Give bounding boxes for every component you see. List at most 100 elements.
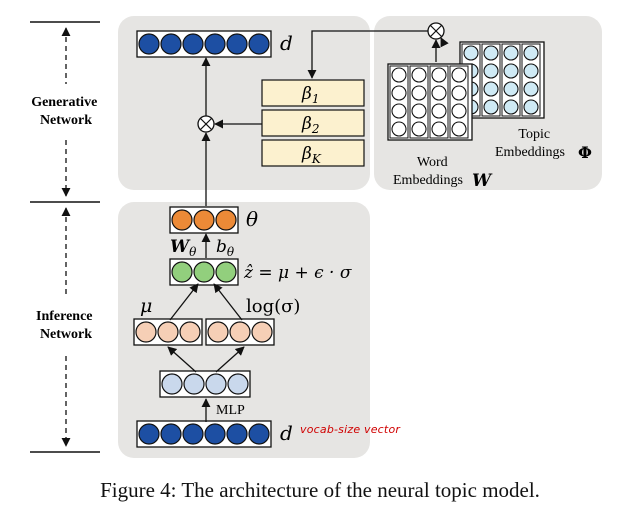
matrix-column bbox=[481, 43, 501, 117]
beta-row bbox=[261, 79, 365, 107]
matrix-cell bbox=[523, 63, 539, 79]
section-bracket bbox=[30, 21, 100, 453]
node bbox=[179, 321, 201, 343]
mlp-label: MLP bbox=[216, 403, 245, 418]
matrix-column bbox=[501, 43, 521, 117]
node bbox=[204, 423, 226, 445]
architecture-diagram: Generative Network Inference Network β1β… bbox=[30, 16, 602, 458]
node bbox=[193, 261, 215, 283]
matrix-cell bbox=[483, 63, 499, 79]
node bbox=[157, 321, 179, 343]
matrix-cell bbox=[391, 85, 407, 101]
node bbox=[171, 261, 193, 283]
topic-embeddings-symbol: Φ bbox=[578, 143, 592, 162]
matrix-cell bbox=[503, 99, 519, 115]
node bbox=[215, 261, 237, 283]
matrix-cell bbox=[391, 121, 407, 137]
matrix-cell bbox=[503, 63, 519, 79]
node bbox=[138, 33, 160, 55]
node bbox=[183, 373, 205, 395]
z-vector bbox=[169, 258, 239, 286]
matrix-cell bbox=[411, 103, 427, 119]
mu-label: μ bbox=[140, 295, 152, 317]
flow-arrows bbox=[167, 30, 449, 422]
mu-vector bbox=[133, 318, 203, 346]
node bbox=[138, 423, 160, 445]
node bbox=[215, 209, 237, 231]
w-theta-label: Wθ bbox=[170, 237, 197, 259]
matrix-cell bbox=[391, 67, 407, 83]
matrix-cell bbox=[411, 67, 427, 83]
matrix-cell bbox=[391, 103, 407, 119]
node bbox=[227, 373, 249, 395]
node bbox=[193, 209, 215, 231]
matrix-cell bbox=[431, 121, 447, 137]
b-theta-label: bθ bbox=[216, 237, 235, 259]
node bbox=[135, 321, 157, 343]
matrix-cell bbox=[451, 121, 467, 137]
matrix-cell bbox=[483, 45, 499, 61]
mlp-hidden-vector bbox=[159, 370, 251, 398]
matrix-cell bbox=[483, 99, 499, 115]
node bbox=[171, 209, 193, 231]
log-sigma-label: log(σ) bbox=[246, 296, 300, 317]
matrix-cell bbox=[451, 67, 467, 83]
matrix-cell bbox=[523, 99, 539, 115]
log-sigma-vector bbox=[205, 318, 275, 346]
node bbox=[160, 423, 182, 445]
word-embedding-matrix bbox=[387, 63, 473, 141]
node bbox=[207, 321, 229, 343]
node bbox=[160, 33, 182, 55]
beta-row bbox=[261, 109, 365, 137]
handwritten-annotation: vocab-size vector bbox=[300, 423, 401, 436]
multiply-node-generative bbox=[197, 115, 215, 133]
multiply-node-embeddings bbox=[427, 22, 445, 40]
matrix-cell bbox=[431, 85, 447, 101]
node bbox=[182, 33, 204, 55]
node bbox=[226, 33, 248, 55]
beta-label: β2 bbox=[301, 114, 319, 136]
matrix-cell bbox=[523, 81, 539, 97]
d-top-label: d bbox=[280, 31, 293, 55]
input-document-vector bbox=[136, 420, 272, 448]
node bbox=[229, 321, 251, 343]
matrix-column bbox=[389, 65, 409, 139]
theta-label: θ bbox=[246, 207, 258, 231]
node bbox=[204, 33, 226, 55]
node bbox=[205, 373, 227, 395]
matrix-cell bbox=[431, 67, 447, 83]
node bbox=[251, 321, 273, 343]
matrix-cell bbox=[431, 103, 447, 119]
beta-stack: β1 β2 βK bbox=[261, 79, 365, 167]
inference-label: Inference Network bbox=[36, 309, 96, 342]
matrix-cell bbox=[483, 81, 499, 97]
matrix-cell bbox=[503, 45, 519, 61]
matrix-column bbox=[521, 43, 541, 117]
beta-label: β1 bbox=[301, 84, 319, 106]
matrix-column bbox=[409, 65, 429, 139]
beta-row bbox=[261, 139, 365, 167]
matrix-cell bbox=[411, 121, 427, 137]
matrix-cell bbox=[451, 85, 467, 101]
matrix-column bbox=[429, 65, 449, 139]
figure-caption: Figure 4: The architecture of the neural… bbox=[100, 478, 540, 502]
reparameterization-label: ẑ = μ + ϵ · σ bbox=[243, 263, 352, 283]
node bbox=[248, 33, 270, 55]
node bbox=[182, 423, 204, 445]
topic-embeddings-label: Topic Embeddings bbox=[495, 127, 565, 160]
matrix-cell bbox=[451, 103, 467, 119]
reconstructed-document-vector bbox=[136, 30, 272, 58]
matrix-cell bbox=[463, 45, 479, 61]
word-embeddings-label: Word Embeddings bbox=[393, 155, 463, 188]
node bbox=[161, 373, 183, 395]
d-bottom-label: d bbox=[280, 421, 293, 445]
node bbox=[226, 423, 248, 445]
node bbox=[248, 423, 270, 445]
matrix-cell bbox=[523, 45, 539, 61]
matrix-column bbox=[449, 65, 469, 139]
theta-vector bbox=[169, 206, 239, 234]
word-embeddings-symbol: W bbox=[472, 171, 493, 191]
matrix-cell bbox=[503, 81, 519, 97]
beta-label: βK bbox=[301, 144, 322, 166]
matrix-cell bbox=[411, 85, 427, 101]
